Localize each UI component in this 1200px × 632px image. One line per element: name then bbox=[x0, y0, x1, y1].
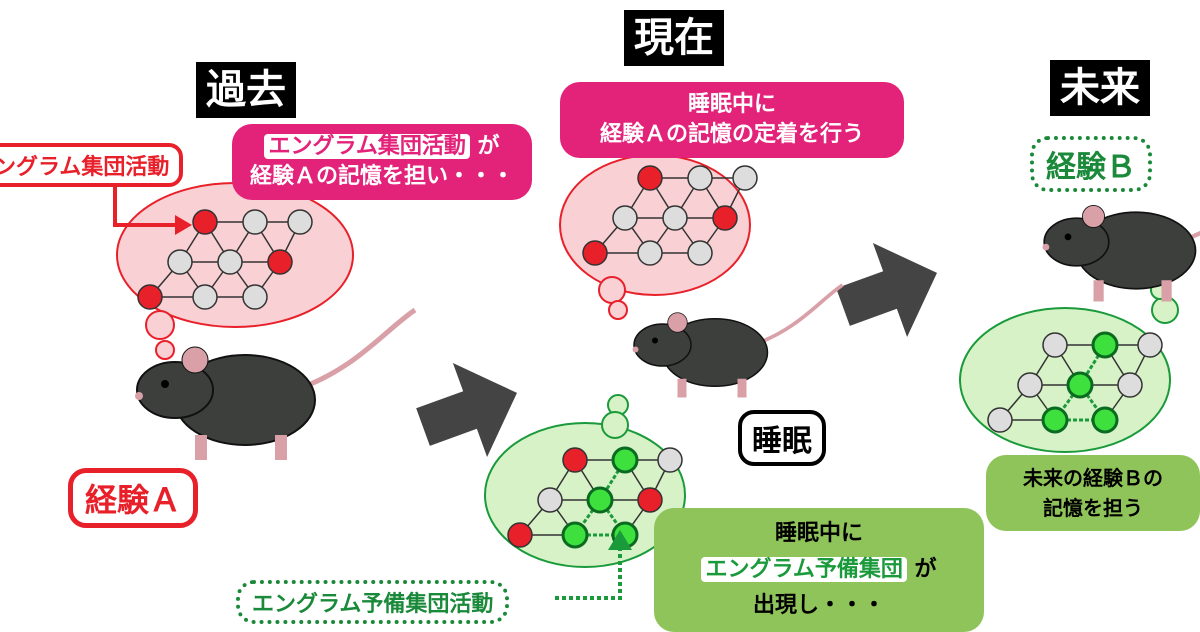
engram-activity-tag: ングラム集団活動 bbox=[0, 143, 183, 187]
neuron-node bbox=[193, 210, 217, 234]
future-green-bubble: 未来の経験Ｂの 記憶を担う bbox=[986, 455, 1200, 531]
era-present: 現在 bbox=[624, 10, 724, 66]
neuron-node bbox=[733, 166, 757, 190]
bubble-line2: 経験Ａの記憶の定着を行う bbox=[600, 122, 864, 147]
bubble-line2: 記憶を担う bbox=[1043, 496, 1143, 520]
neuron-node bbox=[168, 250, 192, 274]
neuron-node bbox=[1043, 333, 1067, 357]
neuron-node bbox=[583, 241, 607, 265]
neuron-node bbox=[138, 285, 162, 309]
past-speech-bubble: エングラム集団活動 が 経験Ａの記憶を担い・・・ bbox=[232, 124, 532, 200]
neuron-node bbox=[1093, 333, 1117, 357]
thought-dot bbox=[146, 311, 174, 339]
neuron-node bbox=[638, 241, 662, 265]
neuron-node bbox=[613, 448, 637, 472]
bubble-line1: 睡眠中に bbox=[688, 92, 776, 117]
neuron-node bbox=[663, 206, 687, 230]
neuron-node bbox=[1068, 373, 1092, 397]
reserve-activity-tag: エングラム予備集団活動 bbox=[236, 580, 509, 624]
neuron-node bbox=[638, 166, 662, 190]
mouse-future bbox=[1043, 174, 1200, 302]
neuron-node bbox=[713, 206, 737, 230]
neuron-node bbox=[688, 241, 712, 265]
neuron-node bbox=[538, 488, 562, 512]
experience-b-label: 経験Ｂ bbox=[1030, 136, 1152, 192]
neuron-node bbox=[1118, 373, 1142, 397]
present-speech-bubble: 睡眠中に 経験Ａの記憶の定着を行う bbox=[560, 82, 904, 158]
thought-dot bbox=[602, 412, 628, 438]
neuron-node bbox=[1138, 333, 1162, 357]
neuron-node bbox=[563, 523, 587, 547]
neuron-node bbox=[218, 250, 242, 274]
arrow-icon bbox=[826, 226, 954, 354]
bubble-line2: 経験Ａの記憶を担い・・・ bbox=[250, 164, 514, 189]
neuron-node bbox=[688, 166, 712, 190]
neuron-node bbox=[1018, 373, 1042, 397]
neuron-node bbox=[508, 523, 532, 547]
reserve-highlight: エングラム予備集団 bbox=[701, 557, 906, 582]
neuron-node bbox=[563, 448, 587, 472]
era-future: 未来 bbox=[1050, 60, 1150, 116]
neuron-node bbox=[1093, 408, 1117, 432]
engram-highlight: エングラム集団活動 bbox=[264, 134, 469, 159]
thought-dot bbox=[599, 277, 625, 303]
era-past: 過去 bbox=[196, 62, 296, 118]
neuron-node bbox=[588, 488, 612, 512]
neuron-node bbox=[638, 488, 662, 512]
bubble-line1: 未来の経験Ｂの bbox=[1023, 466, 1163, 490]
neuron-node bbox=[268, 250, 292, 274]
sleep-label: 睡眠 bbox=[738, 410, 826, 466]
neuron-node bbox=[288, 210, 312, 234]
neuron-node bbox=[243, 285, 267, 309]
neuron-node bbox=[613, 206, 637, 230]
mouse-sleeping bbox=[633, 285, 843, 398]
bubble-line1: 睡眠中に bbox=[775, 521, 863, 546]
neuron-node bbox=[1043, 408, 1067, 432]
neuron-node bbox=[658, 448, 682, 472]
mouse-past bbox=[135, 310, 415, 460]
experience-a-label: 経験Ａ bbox=[68, 468, 198, 528]
thought-dot bbox=[156, 341, 174, 359]
neuron-node bbox=[988, 408, 1012, 432]
bubble-suffix: が bbox=[915, 557, 937, 582]
bubble-line3: 出現し・・・ bbox=[753, 593, 885, 618]
thought-dot bbox=[609, 301, 627, 319]
neuron-node bbox=[243, 210, 267, 234]
present-green-bubble: 睡眠中に エングラム予備集団 が 出現し・・・ bbox=[654, 508, 984, 632]
bubble-suffix: が bbox=[478, 134, 500, 159]
neuron-node bbox=[193, 285, 217, 309]
